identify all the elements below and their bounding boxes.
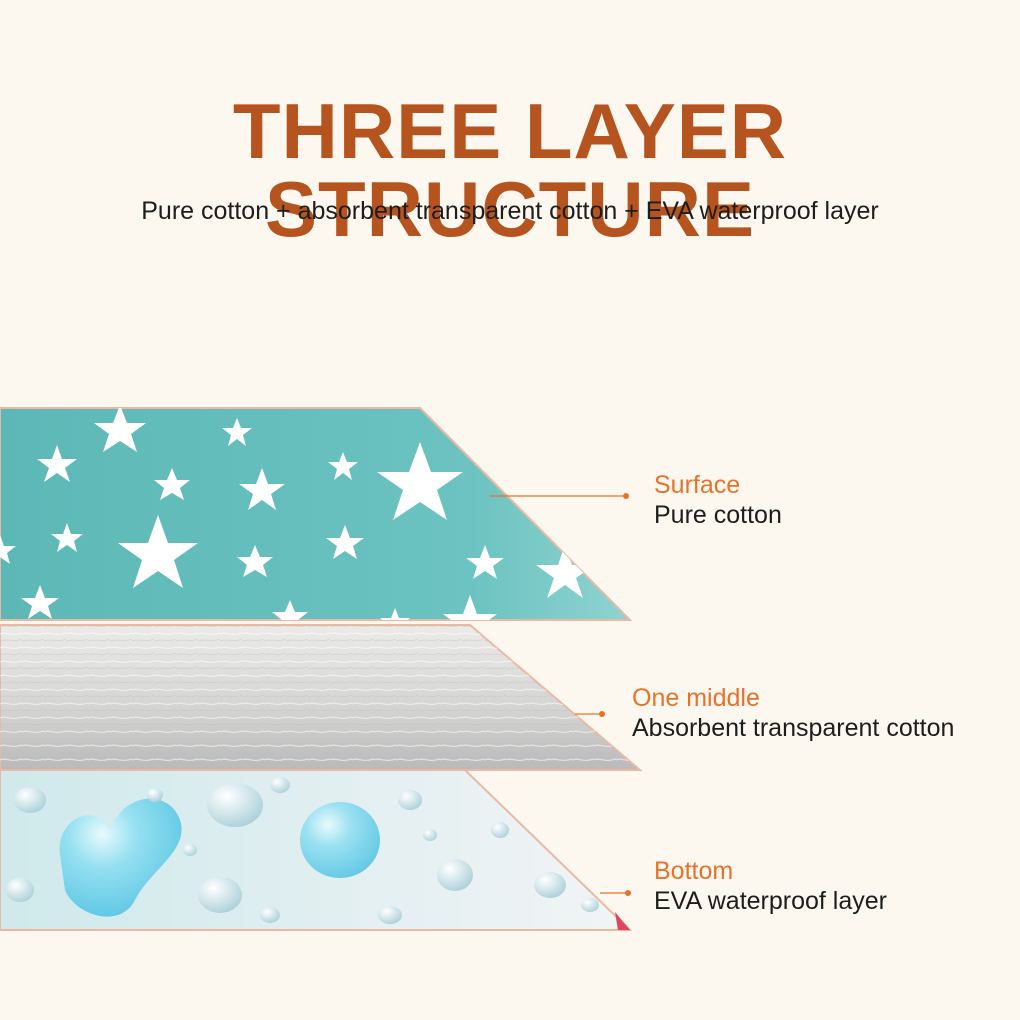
label-middle-description: Absorbent transparent cotton xyxy=(632,714,955,742)
label-surface-description: Pure cotton xyxy=(654,501,782,529)
label-middle-category: One middle xyxy=(632,684,760,712)
label-surface: Surface Pure cotton xyxy=(654,470,782,530)
leader-line-bottom xyxy=(600,890,631,896)
leader-line-surface xyxy=(490,493,629,499)
label-bottom-description: EVA waterproof layer xyxy=(654,887,887,915)
top-layer-star-print xyxy=(0,407,633,621)
label-middle: One middle Absorbent transparent cotton xyxy=(632,683,954,743)
bottom-layer-eva xyxy=(0,769,633,931)
label-surface-category: Surface xyxy=(654,471,741,499)
middle-layer-cotton xyxy=(0,624,643,771)
label-bottom-category: Bottom xyxy=(654,857,734,885)
page-subtitle: Pure cotton + absorbent transparent cott… xyxy=(141,197,879,225)
leader-line-middle xyxy=(575,711,605,717)
page-title: THREE LAYER STRUCTURE xyxy=(232,87,788,253)
star-pattern xyxy=(0,408,594,620)
label-bottom: Bottom EVA waterproof layer xyxy=(654,856,887,916)
